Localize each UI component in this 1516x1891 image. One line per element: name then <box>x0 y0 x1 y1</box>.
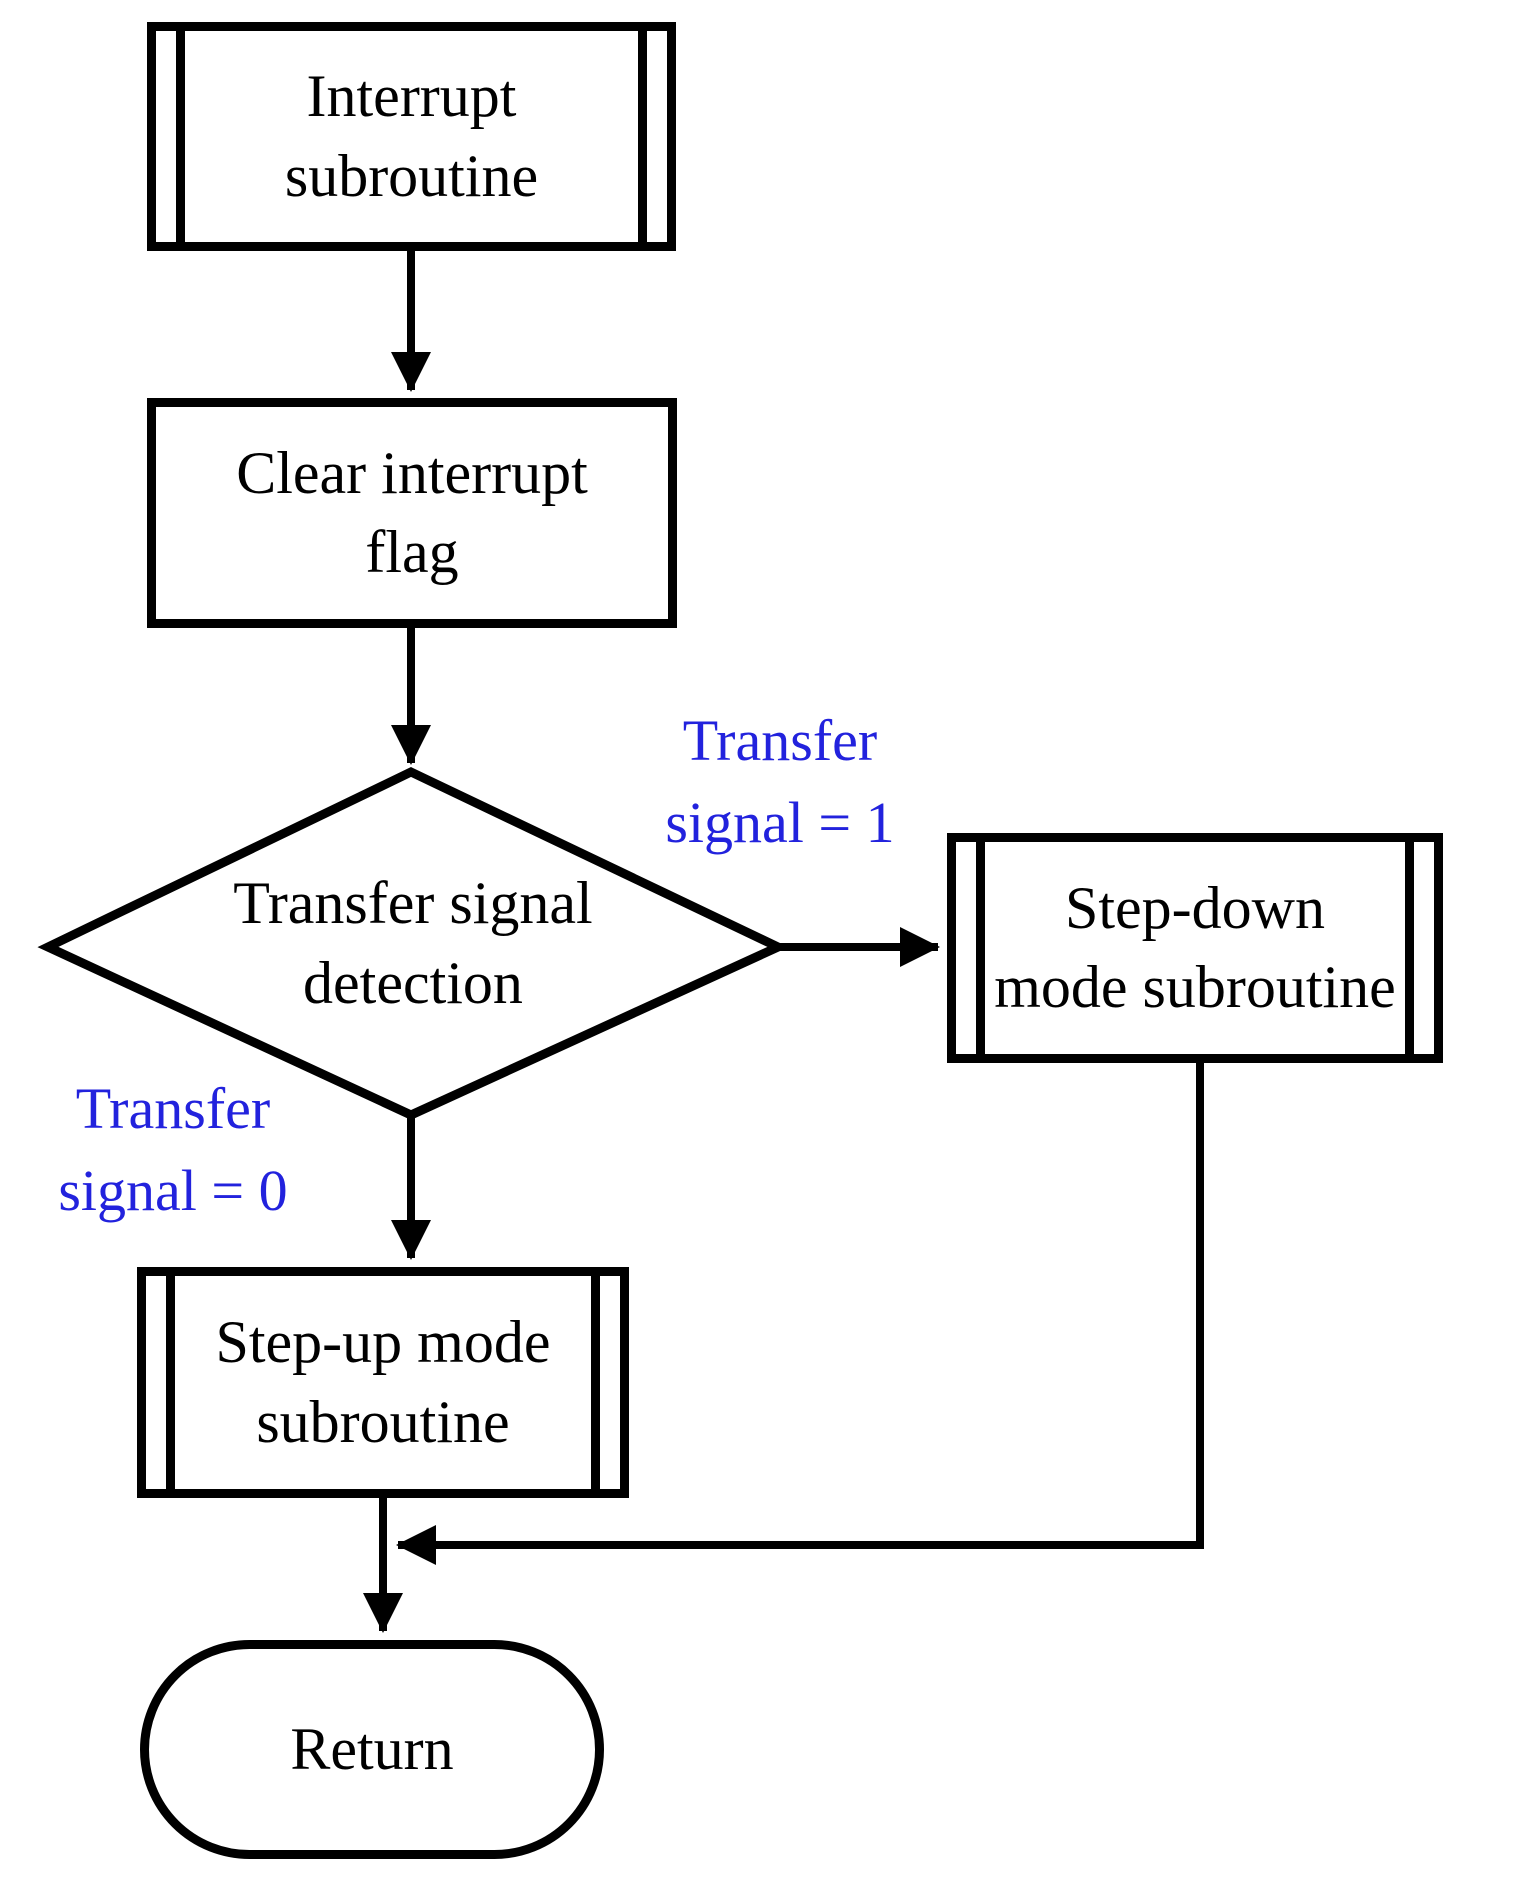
node-label: Step-down mode subroutine <box>994 874 1396 1020</box>
node-label: Interrupt subroutine <box>284 63 539 209</box>
predefined-process-bar-right <box>1405 842 1414 1054</box>
node-label: Return <box>290 1715 454 1782</box>
predefined-process-bar-left <box>976 842 985 1054</box>
edge-stepdown-to-merge <box>396 1062 1204 1565</box>
edge-label-transfer-signal-1: Transfer signal = 1 <box>665 708 895 856</box>
predefined-process-bar-right <box>638 31 647 242</box>
node-clear-interrupt-flag: Clear interrupt flag <box>147 398 677 628</box>
node-return-terminator: Return <box>140 1640 604 1859</box>
edge-label-transfer-signal-0: Transfer signal = 0 <box>58 1076 288 1224</box>
node-label: Transfer signal detection <box>233 870 593 1016</box>
node-step-down-mode-subroutine: Step-down mode subroutine <box>947 833 1443 1063</box>
predefined-process-bar-left <box>176 31 185 242</box>
node-step-up-mode-subroutine: Step-up mode subroutine <box>137 1267 629 1498</box>
node-transfer-signal-detection: Transfer signal detection <box>48 772 778 1115</box>
node-interrupt-subroutine: Interrupt subroutine <box>147 22 676 251</box>
predefined-process-bar-right <box>591 1276 600 1489</box>
node-label: Step-up mode subroutine <box>215 1309 551 1455</box>
node-label: Clear interrupt flag <box>236 439 588 585</box>
predefined-process-bar-left <box>166 1276 175 1489</box>
